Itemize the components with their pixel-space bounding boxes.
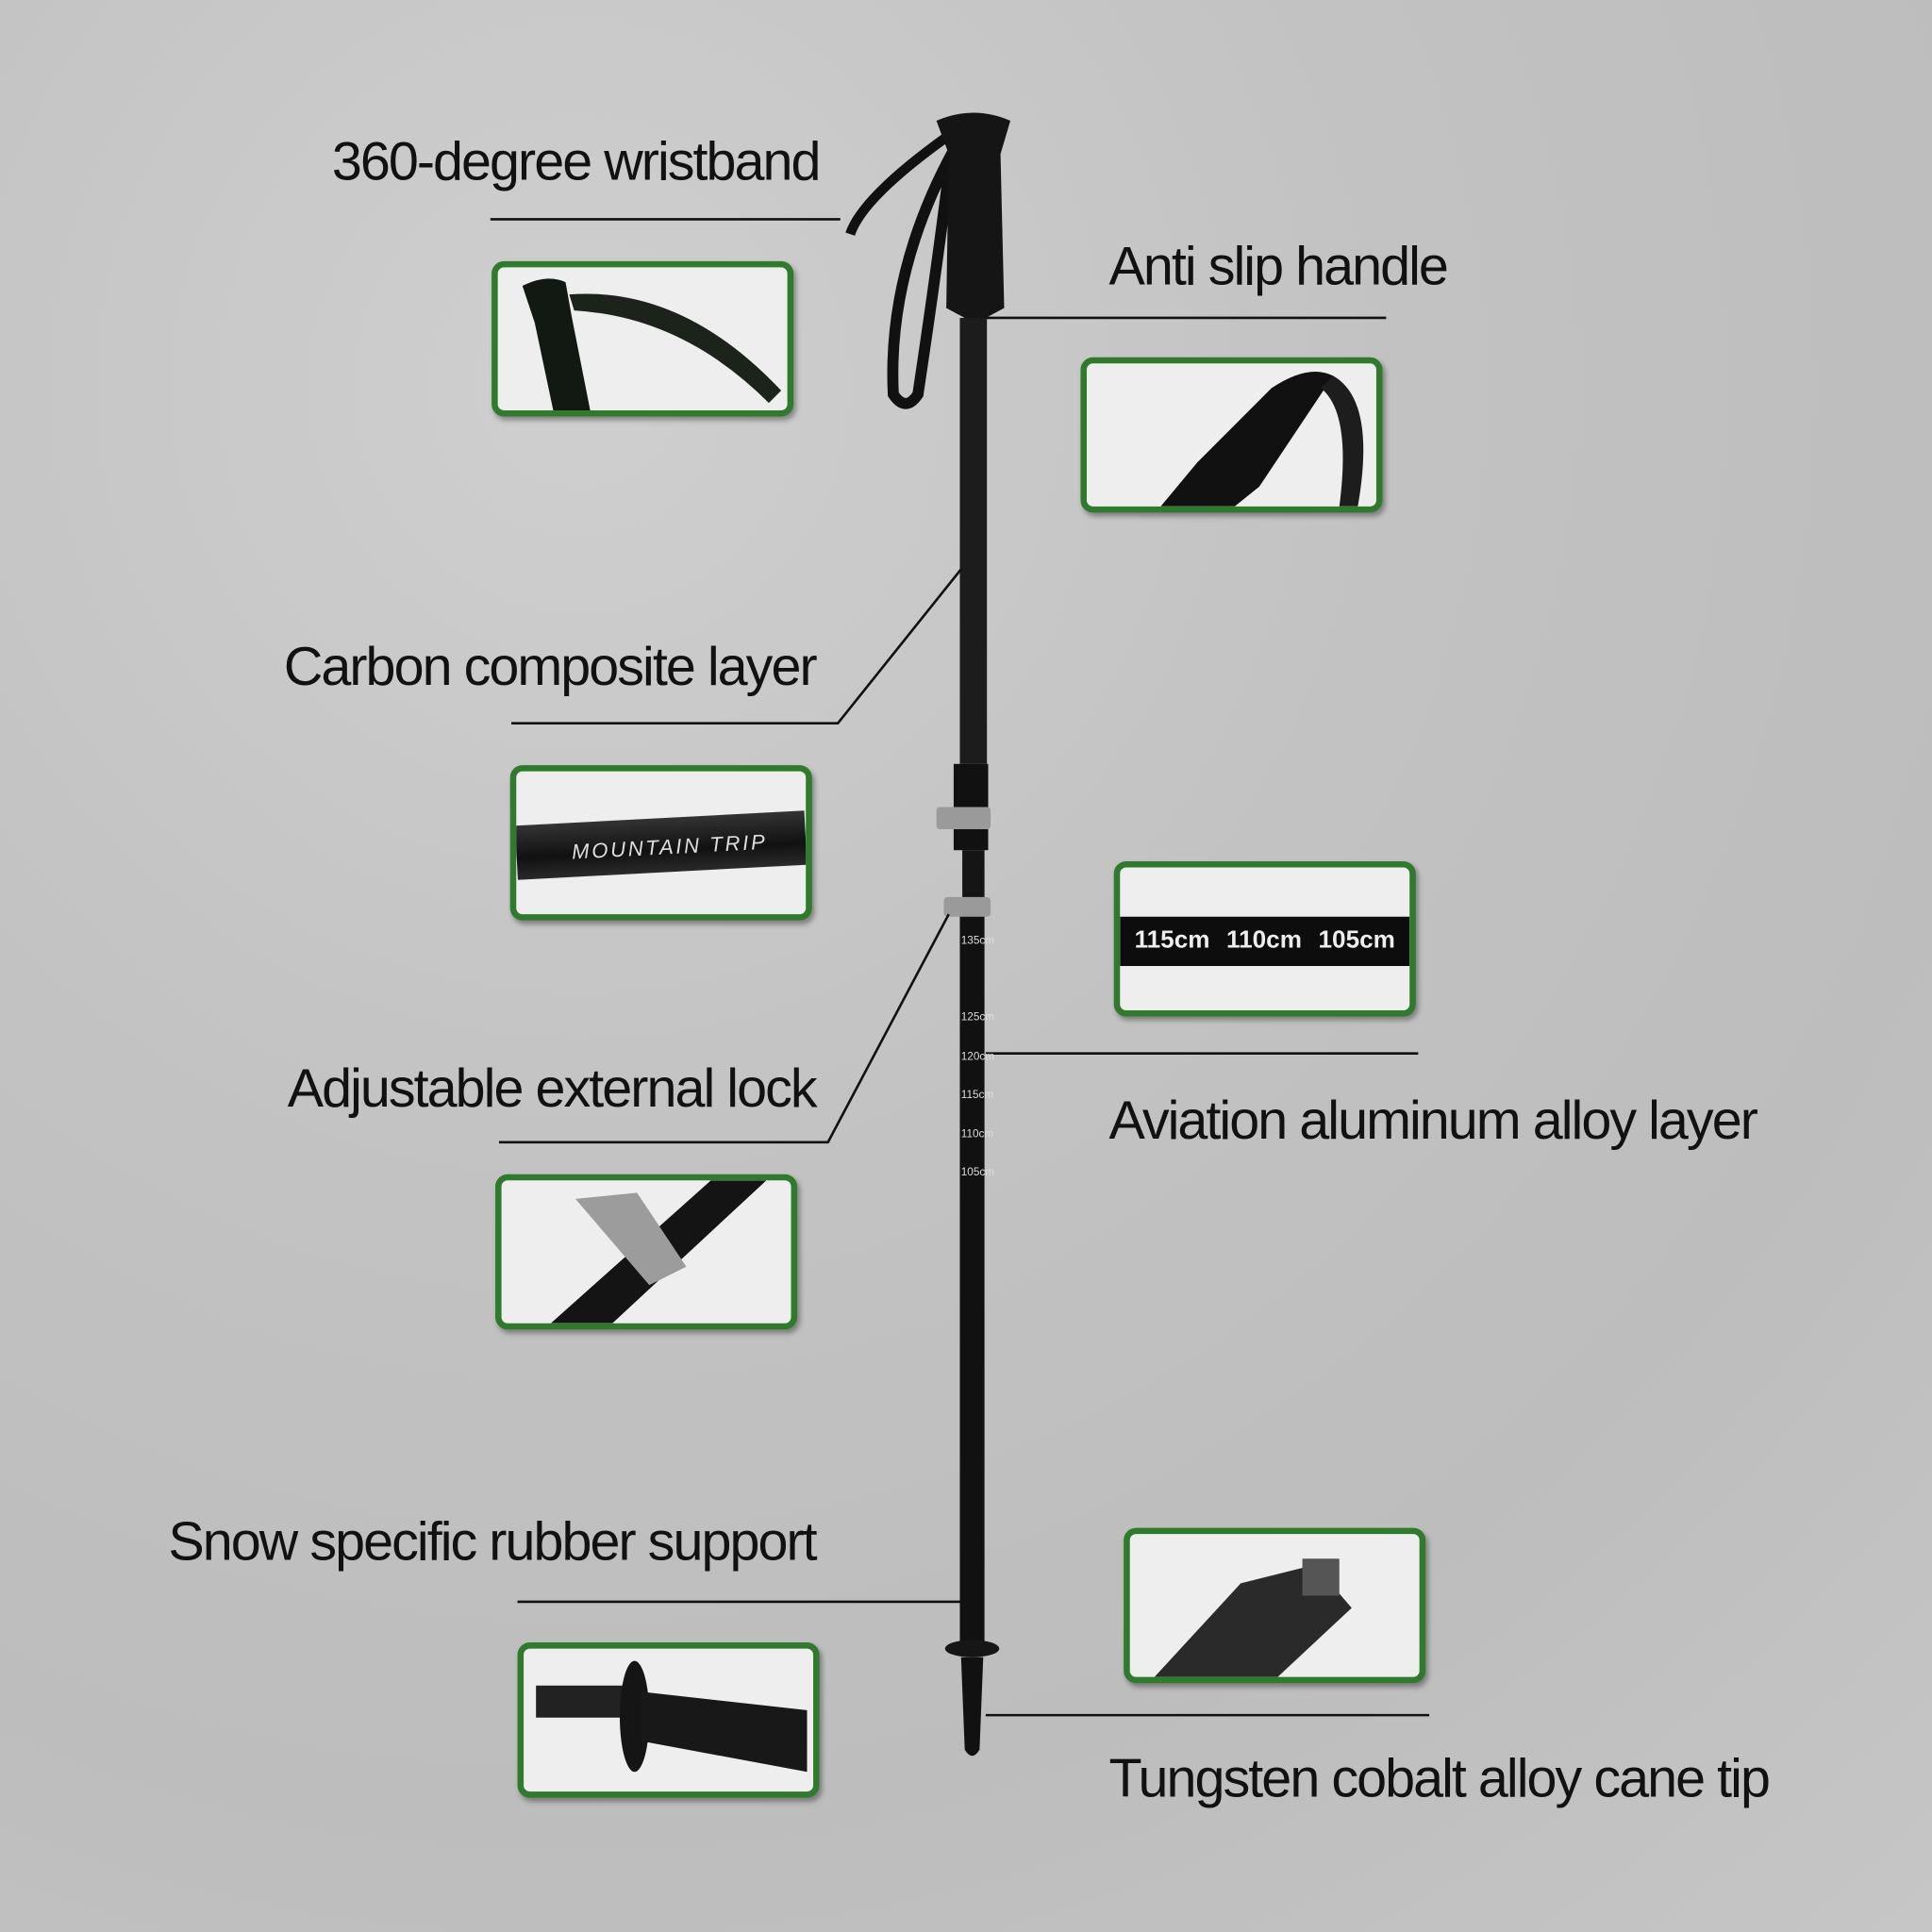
label-carbon: Carbon composite layer	[283, 637, 818, 698]
scale-mark: 105cm	[1318, 926, 1395, 954]
scale-mark: 110cm	[960, 1127, 994, 1141]
tip-detail-image	[1124, 1527, 1426, 1684]
scale-mark: 105cm	[960, 1165, 995, 1178]
label-wristband: 360-degree wristband	[331, 131, 822, 192]
label-handle: Anti slip handle	[1108, 236, 1449, 297]
scale-mark: 125cm	[960, 1010, 995, 1024]
scale-mark: 115cm	[1134, 926, 1210, 954]
handle-detail-image	[1080, 357, 1383, 513]
scale-mark: 115cm	[960, 1088, 994, 1101]
scale-mark: 135cm	[960, 934, 995, 947]
scale-mark: 110cm	[1226, 926, 1302, 954]
wristband-detail-image	[491, 260, 794, 417]
scale-mark: 120cm	[960, 1049, 995, 1062]
rubber-detail-image	[517, 1642, 820, 1798]
label-aluminum: Aviation aluminum alloy layer	[1108, 1090, 1758, 1151]
aluminum-detail-image: 115cm 110cm 105cm	[1113, 860, 1416, 1017]
lock-detail-image	[495, 1174, 798, 1330]
carbon-detail-image: MOUNTAIN TRIP	[509, 765, 812, 921]
label-lock: Adjustable external lock	[287, 1058, 818, 1119]
label-tip: Tungsten cobalt alloy cane tip	[1108, 1748, 1771, 1809]
label-rubber: Snow specific rubber support	[168, 1511, 817, 1573]
